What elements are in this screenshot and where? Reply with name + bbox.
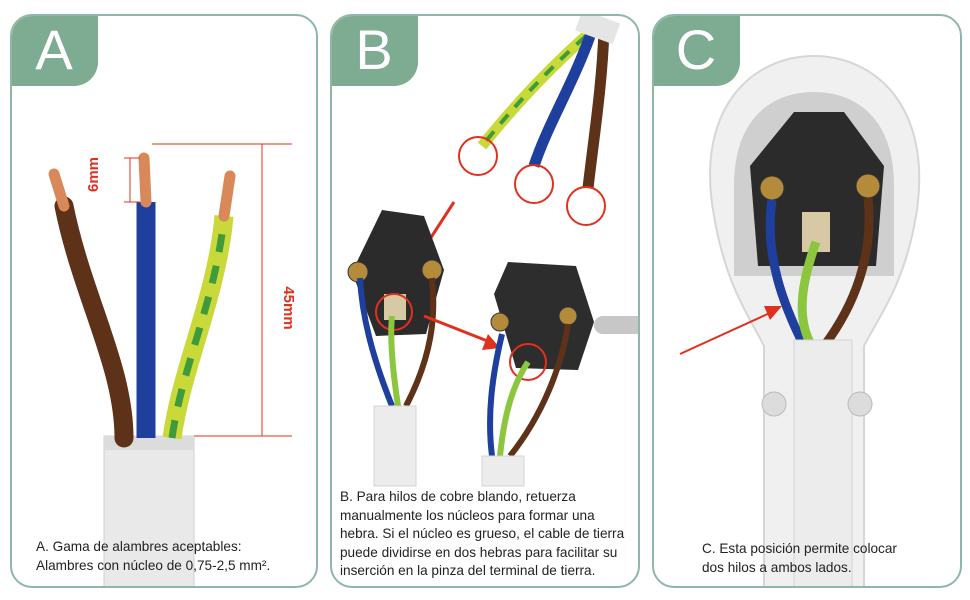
caption-line: puede dividirse en dos hebras para facil… [340, 544, 618, 560]
panel-c-badge: C [654, 16, 740, 86]
caption-line: manualmente los núcleos para formar una [340, 507, 595, 523]
left-cable-sheath [373, 405, 417, 487]
caption-line: C. Esta posición permite colocar [702, 541, 897, 556]
ground-wire-copper [218, 170, 236, 222]
caption-line: A. Gama de alambres aceptables: [36, 539, 242, 554]
right-screw-b [558, 306, 578, 326]
ground-tip-circle [458, 136, 498, 176]
label-6mm: 6mm [85, 157, 102, 192]
right-ground-wire [497, 360, 531, 457]
caption-line: dos hilos a ambos lados. [702, 559, 852, 575]
housing-screw-left [761, 391, 787, 417]
caption-line: hebra. Si el núcleo es grueso, el cable … [340, 526, 625, 541]
left-plug-body [352, 210, 444, 336]
right-cable-sheath [481, 455, 525, 487]
panel-a-caption: A. Gama de alambres aceptables: Alambres… [36, 538, 316, 575]
caption-line: inserción en la pinza del terminal de ti… [340, 563, 596, 578]
arrow-to-position [679, 311, 773, 355]
left-screw-b [421, 259, 443, 281]
ground-wire [797, 240, 821, 349]
arrow-to-right-terminal [423, 314, 491, 344]
arrow-head-right [482, 334, 500, 350]
brown-wire [54, 196, 134, 448]
right-plug-pin [594, 316, 638, 334]
wired-plug-illustration [679, 54, 921, 586]
dimension-6mm [124, 157, 140, 203]
caption-line: B. Para hilos de cobre blando, retuerza [340, 489, 576, 504]
terminal-screw-right [855, 173, 881, 199]
brown-wire [820, 197, 874, 349]
right-plug-body [494, 262, 594, 370]
panel-b-badge: B [332, 16, 418, 86]
top-brown-wire [582, 29, 610, 189]
wire-insertion-illustration [347, 16, 638, 487]
top-sheath [575, 16, 621, 45]
terminal-screw-left [759, 175, 785, 201]
brown-tip-circle [566, 186, 606, 226]
arrow-head [764, 306, 782, 320]
plug-insert [750, 112, 884, 266]
dimension-45mm [152, 143, 292, 437]
label-45mm: 45mm [280, 286, 297, 329]
panel-b: B B. Para hilos de cobre blando, retuerz… [330, 14, 640, 588]
wire-gauge-illustration: 6mm 45mm [48, 143, 297, 586]
blue-wire [765, 199, 809, 349]
right-screw-a [490, 312, 510, 332]
panel-c-caption: C. Esta posición permite colocar dos hil… [702, 540, 942, 577]
brown-wire-copper [48, 168, 70, 212]
blue-wire-copper [138, 152, 152, 208]
left-brown-wire [403, 277, 437, 408]
blue-tip-circle [514, 164, 554, 204]
housing-screw-right [847, 391, 873, 417]
left-ground-wire [388, 315, 401, 407]
right-brown-wire [507, 323, 571, 458]
panel-a-badge: A [12, 16, 98, 86]
left-blue-wire [357, 277, 395, 408]
ground-wire-stripe [168, 215, 228, 439]
left-ground-clamp [384, 294, 406, 320]
cable-sheath [793, 339, 853, 586]
caption-line: Alambres con núcleo de 0,75-2,5 mm². [36, 557, 271, 573]
panel-c: C C. Esta posición permite colocar dos h… [652, 14, 962, 588]
cable-sheath [103, 435, 195, 586]
top-blue-wire [528, 34, 596, 168]
panel-b-caption: B. Para hilos de cobre blando, retuerza … [340, 488, 638, 581]
panel-a: 6mm 45mm A A. Gama de alambres aceptable… [10, 14, 318, 588]
right-blue-wire [487, 333, 505, 457]
right-clamp-circle [509, 343, 547, 381]
